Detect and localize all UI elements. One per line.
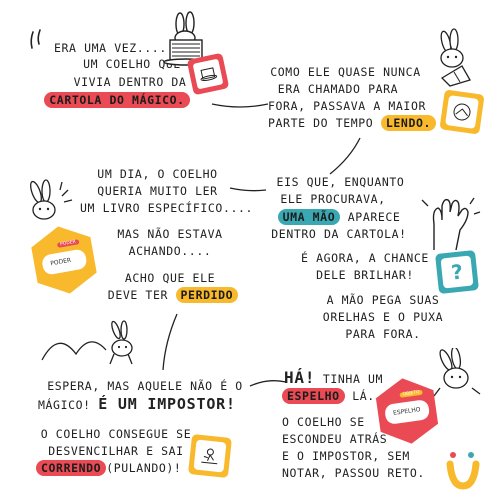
p1-line1: ERA UMA VEZ....: [54, 41, 167, 55]
connector-line: [162, 313, 178, 371]
connector-line: [211, 103, 269, 108]
running-card-icon: [188, 434, 232, 478]
highlight-correndo: CORRENDO: [36, 460, 107, 476]
book-card-icon: [439, 89, 485, 135]
p10-line1: O COELHO CONSEGUE SE: [40, 427, 192, 441]
connector-line: [329, 137, 361, 175]
p6-line2: ELE PROCURAVA,: [280, 192, 386, 206]
peeking-rabbit-icon: [433, 348, 481, 397]
connector-line: [249, 380, 287, 387]
p2-line1: COMO ELE QUASE NUNCA: [270, 65, 421, 79]
p8-line1: A MÃO PEGA SUAS: [326, 293, 440, 307]
p8-line2: ORELHAS E O PUXA: [322, 310, 444, 324]
p4-line2: ACHANDO....: [128, 244, 212, 258]
p12-line3: E O IMPOSTOR, SEM: [282, 449, 410, 463]
p5-line1: ACHO QUE ELE: [124, 271, 216, 285]
p2-line2: ERA CHAMADO PARA: [277, 82, 399, 96]
p11-line2-text: LÁ.: [352, 389, 375, 403]
connector-line: [229, 187, 267, 192]
p9-line1: ESPERA, MAS AQUELE NÃO É O: [47, 379, 243, 393]
p3-line2: QUERIA MUITO LER: [97, 184, 218, 198]
p11-line1: HÁ! TINHA UM: [284, 369, 424, 388]
highlight-perdido: PERDIDO: [175, 287, 239, 303]
p9-line2: MÁGICO! É UM IMPOSTOR!: [38, 396, 258, 414]
ha-exclaim: HÁ!: [284, 368, 316, 387]
espelho-card: OBJETO ESPELHO: [367, 371, 446, 450]
p5-line2-text: DEVE TER: [107, 288, 168, 302]
p2-line4-text: PARTE DO TEMPO: [268, 116, 374, 130]
question-card-icon: ?: [435, 250, 479, 294]
question-mark: ?: [440, 255, 474, 289]
highlight-uma-mao: UMA MÃO: [277, 209, 341, 225]
p2-line4: PARTE DO TEMPO LENDO.: [268, 115, 437, 132]
highlight-espelho: ESPELHO: [282, 388, 345, 404]
p10-line3-text: (PULANDO)!: [106, 461, 182, 475]
p11-line2: ESPELHO LÁ.: [282, 388, 422, 405]
reading-rabbit-icon: [440, 28, 471, 87]
p5-line2: DEVE TER PERDIDO: [88, 287, 258, 304]
hand-icon: [421, 197, 481, 251]
p12-line1: O COELHO SE: [282, 415, 365, 429]
p12-line2: ESCONDEU ATRÁS: [282, 432, 388, 446]
quote-mark-icon: [30, 29, 41, 49]
p7-line1: É AGORA, A CHANCE: [301, 251, 429, 265]
p1-highlight-wrap: CARTOLA DO MÁGICO.: [42, 92, 192, 109]
rabbit-in-hat-icon: [163, 11, 209, 66]
p4-line1: MAS NÃO ESTAVA: [117, 227, 223, 241]
p6-line3-text: APARECE: [347, 210, 401, 224]
p6-line4: DENTRO DA CARTOLA!: [271, 227, 407, 241]
p1-line3: VIVIA DENTRO DA: [73, 75, 187, 89]
p6-line3: UMA MÃO APARECE: [264, 209, 414, 226]
brand-logo-icon: [446, 452, 480, 492]
hat-card-icon: [186, 52, 230, 96]
poder-card: PODER PODER: [22, 218, 105, 301]
highlight-cartola: CARTOLA DO MÁGICO.: [44, 92, 190, 108]
impostor-exclaim: É UM IMPOSTOR!: [98, 395, 236, 413]
p9-line2-text: MÁGICO!: [38, 398, 91, 412]
p6-line1: EIS QUE, ENQUANTO: [276, 175, 405, 189]
p1-line2: UM COELHO QUE: [83, 57, 181, 71]
highlight-lendo: LENDO.: [380, 115, 437, 131]
p10-line2: DESVENCILHAR E SAI: [48, 444, 184, 458]
p2-line3: FORA, PASSAVA A MAIOR: [268, 99, 426, 113]
p10-line3: CORRENDO(PULANDO)!: [36, 460, 206, 477]
p11-line1-text: TINHA UM: [322, 372, 384, 386]
p7-line2: DELE BRILHAR!: [316, 268, 414, 282]
p12-line4: NOTAR, PASSOU RETO.: [282, 466, 425, 480]
p3-line1: UM DIA, O COELHO: [97, 167, 218, 181]
worried-rabbit-icon: [30, 179, 73, 220]
p8-line3: PARA FORA.: [345, 327, 421, 341]
jumping-rabbit-icon: [41, 320, 133, 365]
p3-line3: UM LIVRO ESPECÍFICO....: [80, 201, 254, 215]
